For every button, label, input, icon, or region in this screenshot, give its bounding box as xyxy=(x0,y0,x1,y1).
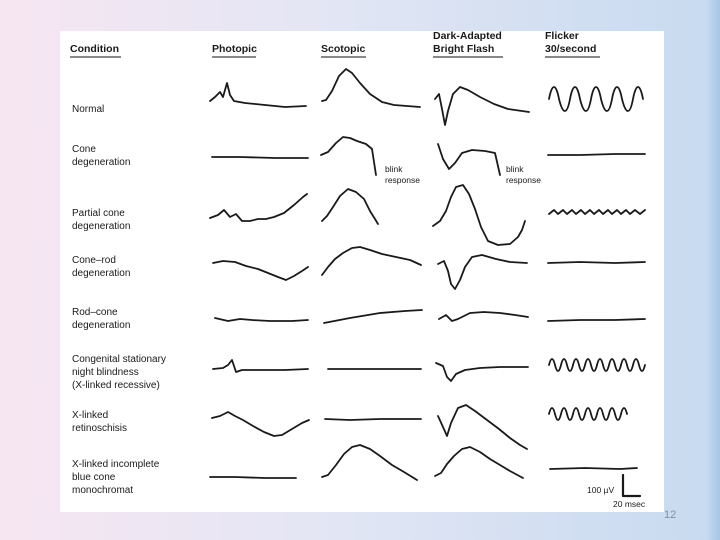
row-label-normal: Normal xyxy=(72,104,104,115)
row-label-x-linked-blue-cone-monochromat: X-linked incomplete blue cone monochroma… xyxy=(72,459,160,496)
svg-text:Partial cone: Partial cone xyxy=(72,208,125,219)
svg-text:Cone: Cone xyxy=(72,144,96,155)
trace-rod-cone-photopic xyxy=(214,317,309,322)
svg-text:Normal: Normal xyxy=(72,104,104,115)
row-label-congenital-stationary-night-blindness: Congenital stationary night blindness (X… xyxy=(72,354,166,391)
trace-partial-flicker xyxy=(548,209,646,215)
svg-text:retinoschisis: retinoschisis xyxy=(72,423,127,434)
trace-rod-cone-scotopic xyxy=(323,309,423,324)
svg-text:X-linked incomplete: X-linked incomplete xyxy=(72,459,160,470)
trace-csnb-bright-flash xyxy=(435,362,529,382)
svg-text:night blindness: night blindness xyxy=(72,367,139,378)
svg-text:blink: blink xyxy=(506,164,524,174)
trace-csnb-flicker xyxy=(548,358,646,372)
header-condition: Condition xyxy=(70,43,119,55)
trace-normal-flicker xyxy=(548,86,644,112)
side-stripe xyxy=(708,0,720,540)
svg-text:response: response xyxy=(385,175,420,185)
scale-bar xyxy=(621,473,642,498)
trace-normal-bright-flash xyxy=(434,86,530,126)
header-bright-flash-line2: Bright Flash xyxy=(433,43,494,55)
trace-cone-rod-scotopic xyxy=(321,246,422,276)
svg-text:degeneration: degeneration xyxy=(72,221,130,232)
header-flicker-line2: 30/second xyxy=(545,43,596,55)
erg-diagram: Condition Photopic Scotopic Dark-Adapted… xyxy=(70,30,646,509)
svg-text:blue cone: blue cone xyxy=(72,472,116,483)
page-number: 12 xyxy=(664,509,677,521)
row-label-rod-cone-degeneration: Rod–cone degeneration xyxy=(72,307,130,331)
header-bright-flash-line1: Dark-Adapted xyxy=(433,31,502,42)
trace-retinoschisis-scotopic xyxy=(324,418,422,421)
svg-text:(X-linked recessive): (X-linked recessive) xyxy=(72,380,160,391)
trace-normal-photopic xyxy=(209,82,307,108)
trace-cone-rod-flicker xyxy=(547,261,646,264)
trace-partial-scotopic xyxy=(321,188,379,225)
trace-retinoschisis-flicker xyxy=(548,407,628,421)
trace-cone-bright-flash xyxy=(437,143,501,176)
trace-partial-photopic xyxy=(209,193,308,222)
trace-retinoschisis-photopic xyxy=(211,411,310,437)
trace-normal-scotopic xyxy=(321,68,421,108)
trace-cone-flicker xyxy=(547,153,646,156)
trace-cone-scotopic xyxy=(320,136,377,176)
svg-text:degeneration: degeneration xyxy=(72,268,130,279)
trace-blue-cone-bright-flash xyxy=(434,446,524,479)
trace-rod-cone-flicker xyxy=(547,318,646,322)
trace-rod-cone-bright-flash xyxy=(438,311,529,322)
row-label-partial-cone-degeneration: Partial cone degeneration xyxy=(72,208,130,232)
trace-retinoschisis-bright-flash xyxy=(437,404,528,450)
svg-text:degeneration: degeneration xyxy=(72,157,130,168)
trace-cone-photopic xyxy=(211,156,309,159)
svg-text:blink: blink xyxy=(385,164,403,174)
row-label-cone-degeneration: Cone degeneration xyxy=(72,144,130,168)
row-label-x-linked-retinoschisis: X-linked retinoschisis xyxy=(72,410,127,434)
trace-blue-cone-photopic xyxy=(209,476,297,479)
trace-cone-rod-photopic xyxy=(212,260,309,281)
svg-text:Cone–rod: Cone–rod xyxy=(72,255,116,266)
erg-figure: Condition Photopic Scotopic Dark-Adapted… xyxy=(60,30,664,512)
svg-text:degeneration: degeneration xyxy=(72,320,130,331)
svg-text:Congenital stationary: Congenital stationary xyxy=(72,354,166,365)
svg-text:Rod–cone: Rod–cone xyxy=(72,307,118,318)
trace-blue-cone-scotopic xyxy=(321,444,418,481)
svg-text:monochromat: monochromat xyxy=(72,485,133,496)
svg-text:X-linked: X-linked xyxy=(72,410,108,421)
svg-text:response: response xyxy=(506,175,541,185)
trace-blue-cone-flicker xyxy=(549,467,638,470)
header-photopic: Photopic xyxy=(212,43,257,55)
trace-cone-rod-bright-flash xyxy=(437,254,528,290)
header-flicker-line1: Flicker xyxy=(545,31,579,42)
trace-partial-bright-flash xyxy=(432,184,526,246)
trace-csnb-photopic xyxy=(212,359,309,373)
annotation-blink-scotopic: blink response xyxy=(385,164,420,185)
scale-time-label: 20 msec xyxy=(613,499,646,509)
scale-amplitude-label: 100 µV xyxy=(587,485,614,495)
annotation-blink-bright-flash: blink response xyxy=(506,164,541,185)
header-scotopic: Scotopic xyxy=(321,43,365,55)
row-label-cone-rod-degeneration: Cone–rod degeneration xyxy=(72,255,130,279)
